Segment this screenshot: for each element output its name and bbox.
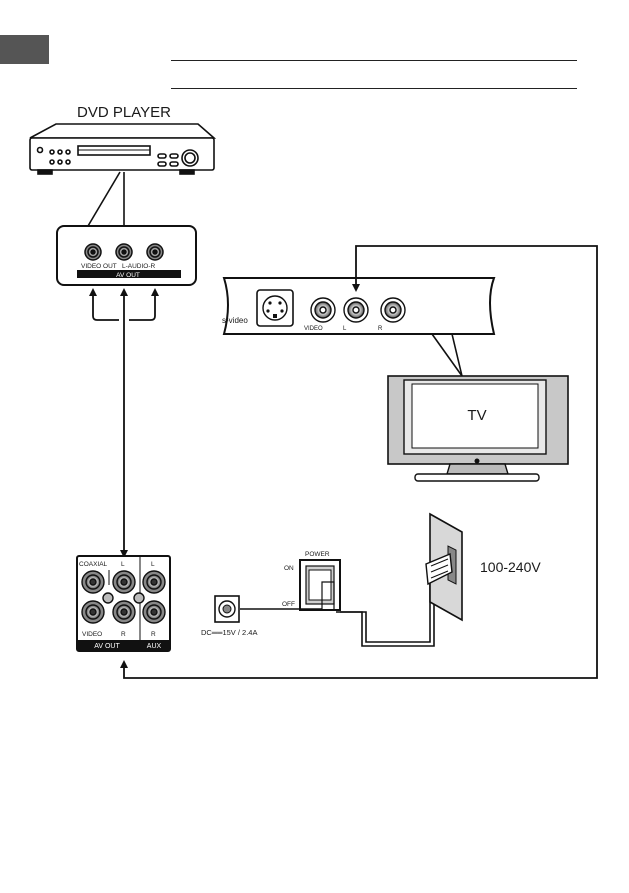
tv-callout-lines [431,333,463,377]
tv-r-label: R [378,326,383,332]
dvd-player-label: DVD PLAYER [77,104,171,121]
power-switch-icon [240,559,341,611]
device-l2-label: L [151,561,155,568]
tv-input-panel [222,277,496,335]
dc-rating-label: DC══15V / 2.4A [201,628,257,637]
dc-jack-icon [214,595,240,623]
tv-label: TV [467,407,486,424]
device-to-tv-cable [120,245,598,679]
device-coaxial-label: COAXIAL [79,561,108,568]
tv-icon [387,375,569,482]
power-off-label: OFF [282,601,295,608]
dvd-to-device-cable [89,288,159,558]
device-l1-label: L [121,561,125,568]
dvd-audio-label: L-AUDIO-R [122,263,156,270]
tv-video-label: VIDEO [304,326,323,332]
wall-outlet-icon [425,512,463,622]
device-r2-label: R [151,631,156,638]
dvd-av-out-panel [56,225,197,286]
device-aux-label: AUX [147,643,162,650]
power-label: POWER [305,551,330,558]
dvd-player-icon [29,123,217,175]
device-av-out-label: AV OUT [94,643,120,650]
dvd-callout-lines [87,171,125,227]
tv-svideo-label: s-video [222,316,248,325]
power-cable [336,582,435,647]
device-video-label: VIDEO [82,631,102,638]
header-rule-top [171,60,577,61]
power-on-label: ON [284,565,294,572]
dvd-video-out-label: VIDEO OUT [81,263,117,270]
device-r1-label: R [121,631,126,638]
voltage-label: 100-240V [480,559,541,575]
chapter-tab [0,35,49,64]
dvd-av-out-label: AV OUT [116,272,140,279]
header-rule-bottom [171,88,577,89]
